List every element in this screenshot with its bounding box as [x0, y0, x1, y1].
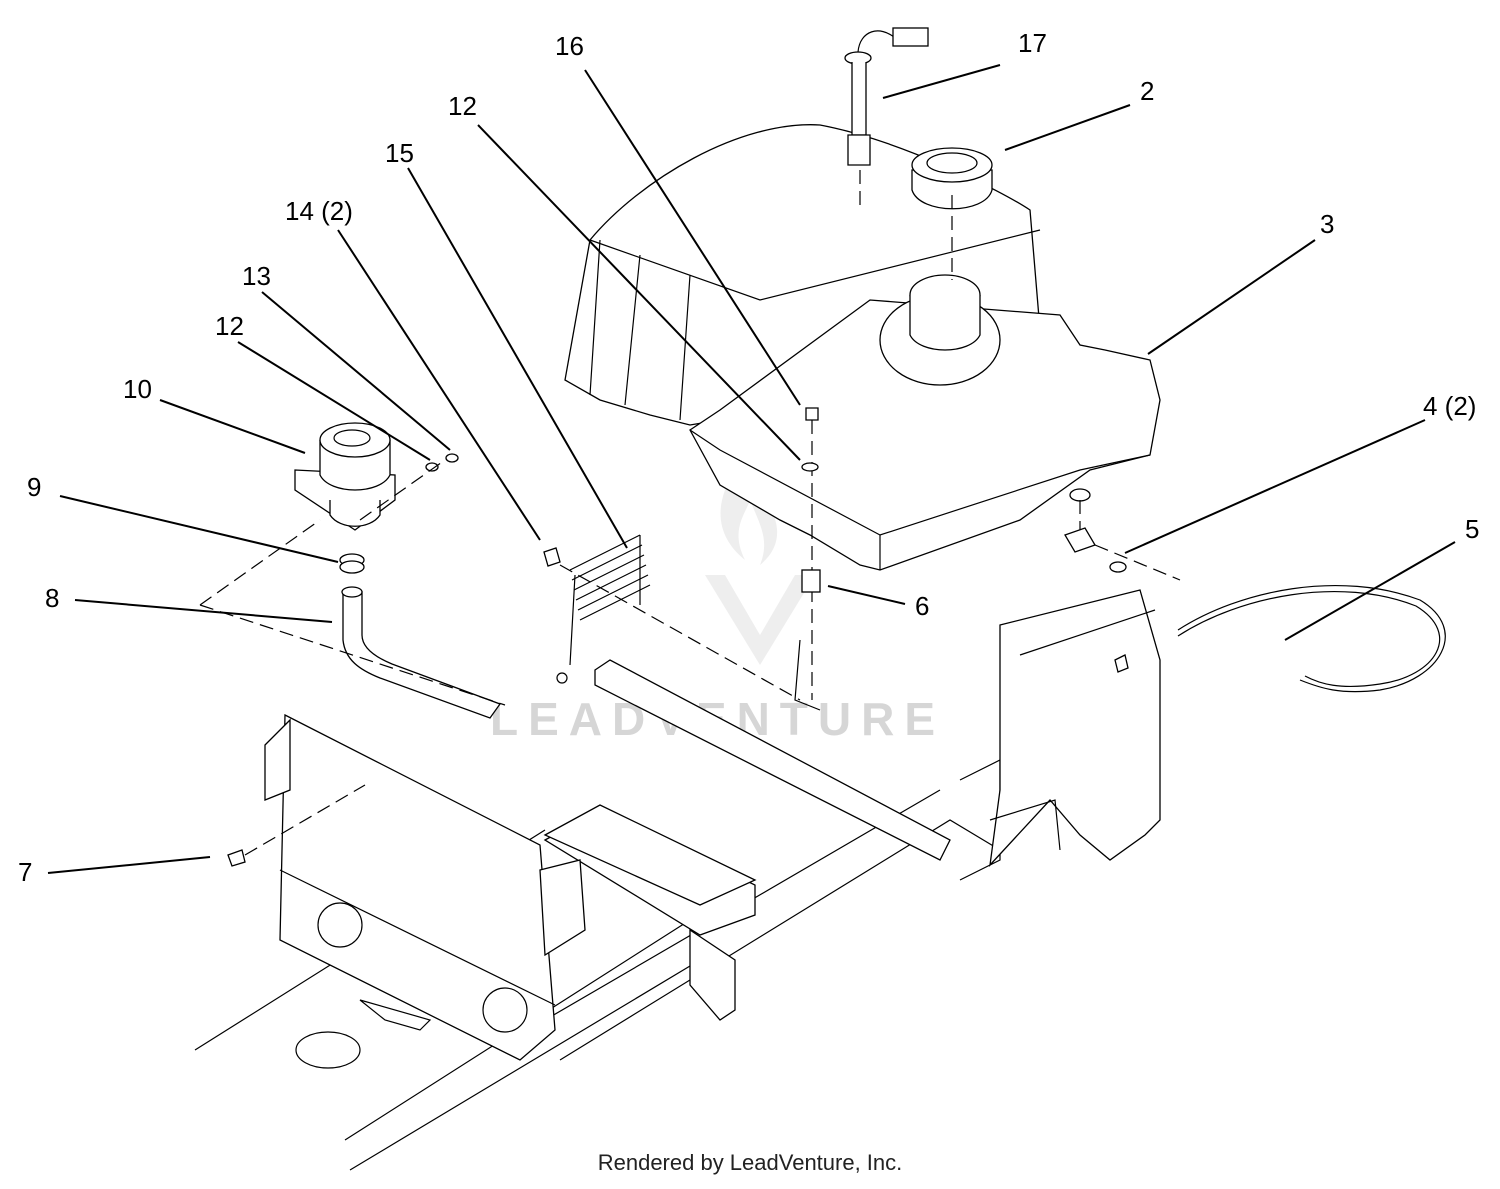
cable-guide: [556, 534, 651, 684]
callout-2: 2: [1140, 76, 1154, 106]
callout-labels: 17 2 16 12 15 3 14 (2) 13 12 10 4 (2) 9 …: [18, 28, 1479, 887]
callout-5: 5: [1465, 514, 1479, 544]
callout-12-b: 12: [215, 311, 244, 341]
right-side-panel: [989, 589, 1161, 867]
hose: [341, 586, 502, 719]
hose-clamp: [339, 553, 365, 574]
callout-6: 6: [915, 591, 929, 621]
leader-lines: [47, 64, 1456, 874]
callout-14-2: 14 (2): [285, 196, 353, 226]
fuel-cap: [911, 147, 993, 210]
screw-14: [543, 547, 801, 701]
callout-15: 15: [385, 138, 414, 168]
callout-3: 3: [1320, 209, 1334, 239]
callout-8: 8: [45, 583, 59, 613]
fuel-fitting: [1064, 488, 1127, 573]
fuel-line: [1114, 585, 1446, 693]
pto-clutch: [294, 422, 459, 531]
front-bracket: [264, 713, 586, 1061]
footer-credit: Rendered by LeadVenture, Inc.: [597, 1150, 903, 1175]
callout-12: 12: [448, 91, 477, 121]
cross-member: [543, 659, 951, 906]
callout-13: 13: [242, 261, 271, 291]
fuel-tank: [689, 274, 1161, 571]
tank-mount-hardware: [794, 407, 821, 711]
callout-16: 16: [555, 31, 584, 61]
callout-4-2: 4 (2): [1423, 391, 1476, 421]
callout-10: 10: [123, 374, 152, 404]
callout-17: 17: [1018, 28, 1047, 58]
callout-7: 7: [18, 857, 32, 887]
bolt-7: [227, 784, 366, 867]
fuel-gauge-sender: [844, 27, 929, 166]
callout-9: 9: [27, 472, 41, 502]
